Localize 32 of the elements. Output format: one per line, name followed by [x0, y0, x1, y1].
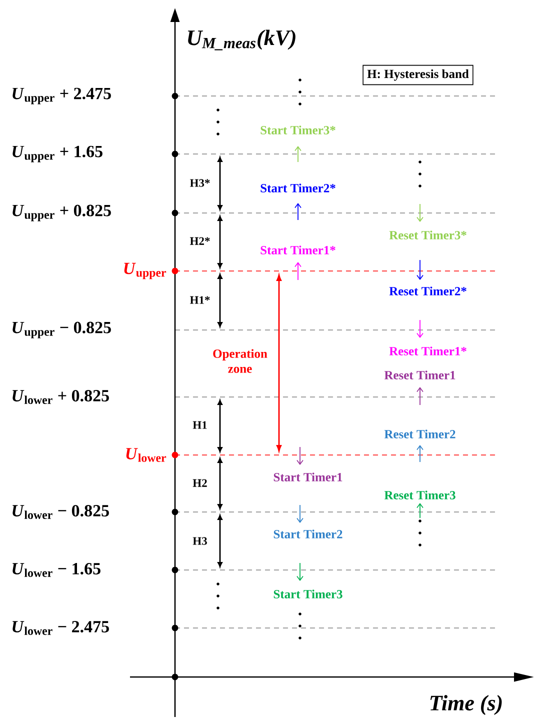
tick-label: U$_{lower}$ + 0.825: [12, 390, 109, 404]
axis-title: Time (s): [430, 695, 502, 715]
tick-label: U$_{lower}$: [126, 448, 166, 462]
band-label: H3: [192, 537, 207, 545]
event-label: Start Timer1: [272, 472, 344, 482]
tick-label: U$_{lower}$ − 0.825: [12, 505, 109, 519]
band-label: H1*: [190, 296, 210, 304]
tick-label: U$_{lower}$ − 1.65: [12, 563, 100, 577]
event-label: Reset Timer1: [383, 370, 457, 380]
band-label: H1: [192, 421, 207, 429]
event-label: Reset Timer1*: [388, 346, 468, 356]
event-label: Reset Timer3*: [388, 230, 468, 240]
event-label: Start Timer2: [272, 528, 344, 540]
tick-label: U$_{upper}$ + 1.65: [12, 146, 102, 162]
event-label: Start Timer2*: [259, 182, 337, 194]
tick-label: U$_{upper}$: [124, 262, 166, 280]
tick-label: U$_{upper}$ + 0.825: [12, 204, 111, 222]
event-label: Reset Timer2: [383, 428, 457, 440]
event-label: Start Timer3*: [259, 124, 337, 136]
legend-box: H: Hysteresis band: [362, 64, 474, 86]
event-label: Start Timer1*: [259, 244, 337, 256]
event-label: Reset Timer3: [383, 490, 457, 500]
band-label: H2*: [190, 237, 210, 245]
tick-label: U$_{upper}$ + 2.475: [12, 88, 111, 104]
tick-label: U$_{lower}$ − 2.475: [12, 621, 109, 635]
event-label: Start Timer3: [272, 588, 344, 600]
band-label: H3*: [190, 179, 210, 187]
band-label: H2: [192, 479, 207, 487]
zone-label: Operation zone: [213, 349, 268, 373]
tick-label: U$_{upper}$ − 0.825: [12, 322, 111, 338]
axis-title: U$_{M_meas}$(kV): [188, 30, 296, 50]
event-label: Reset Timer2*: [388, 286, 468, 296]
